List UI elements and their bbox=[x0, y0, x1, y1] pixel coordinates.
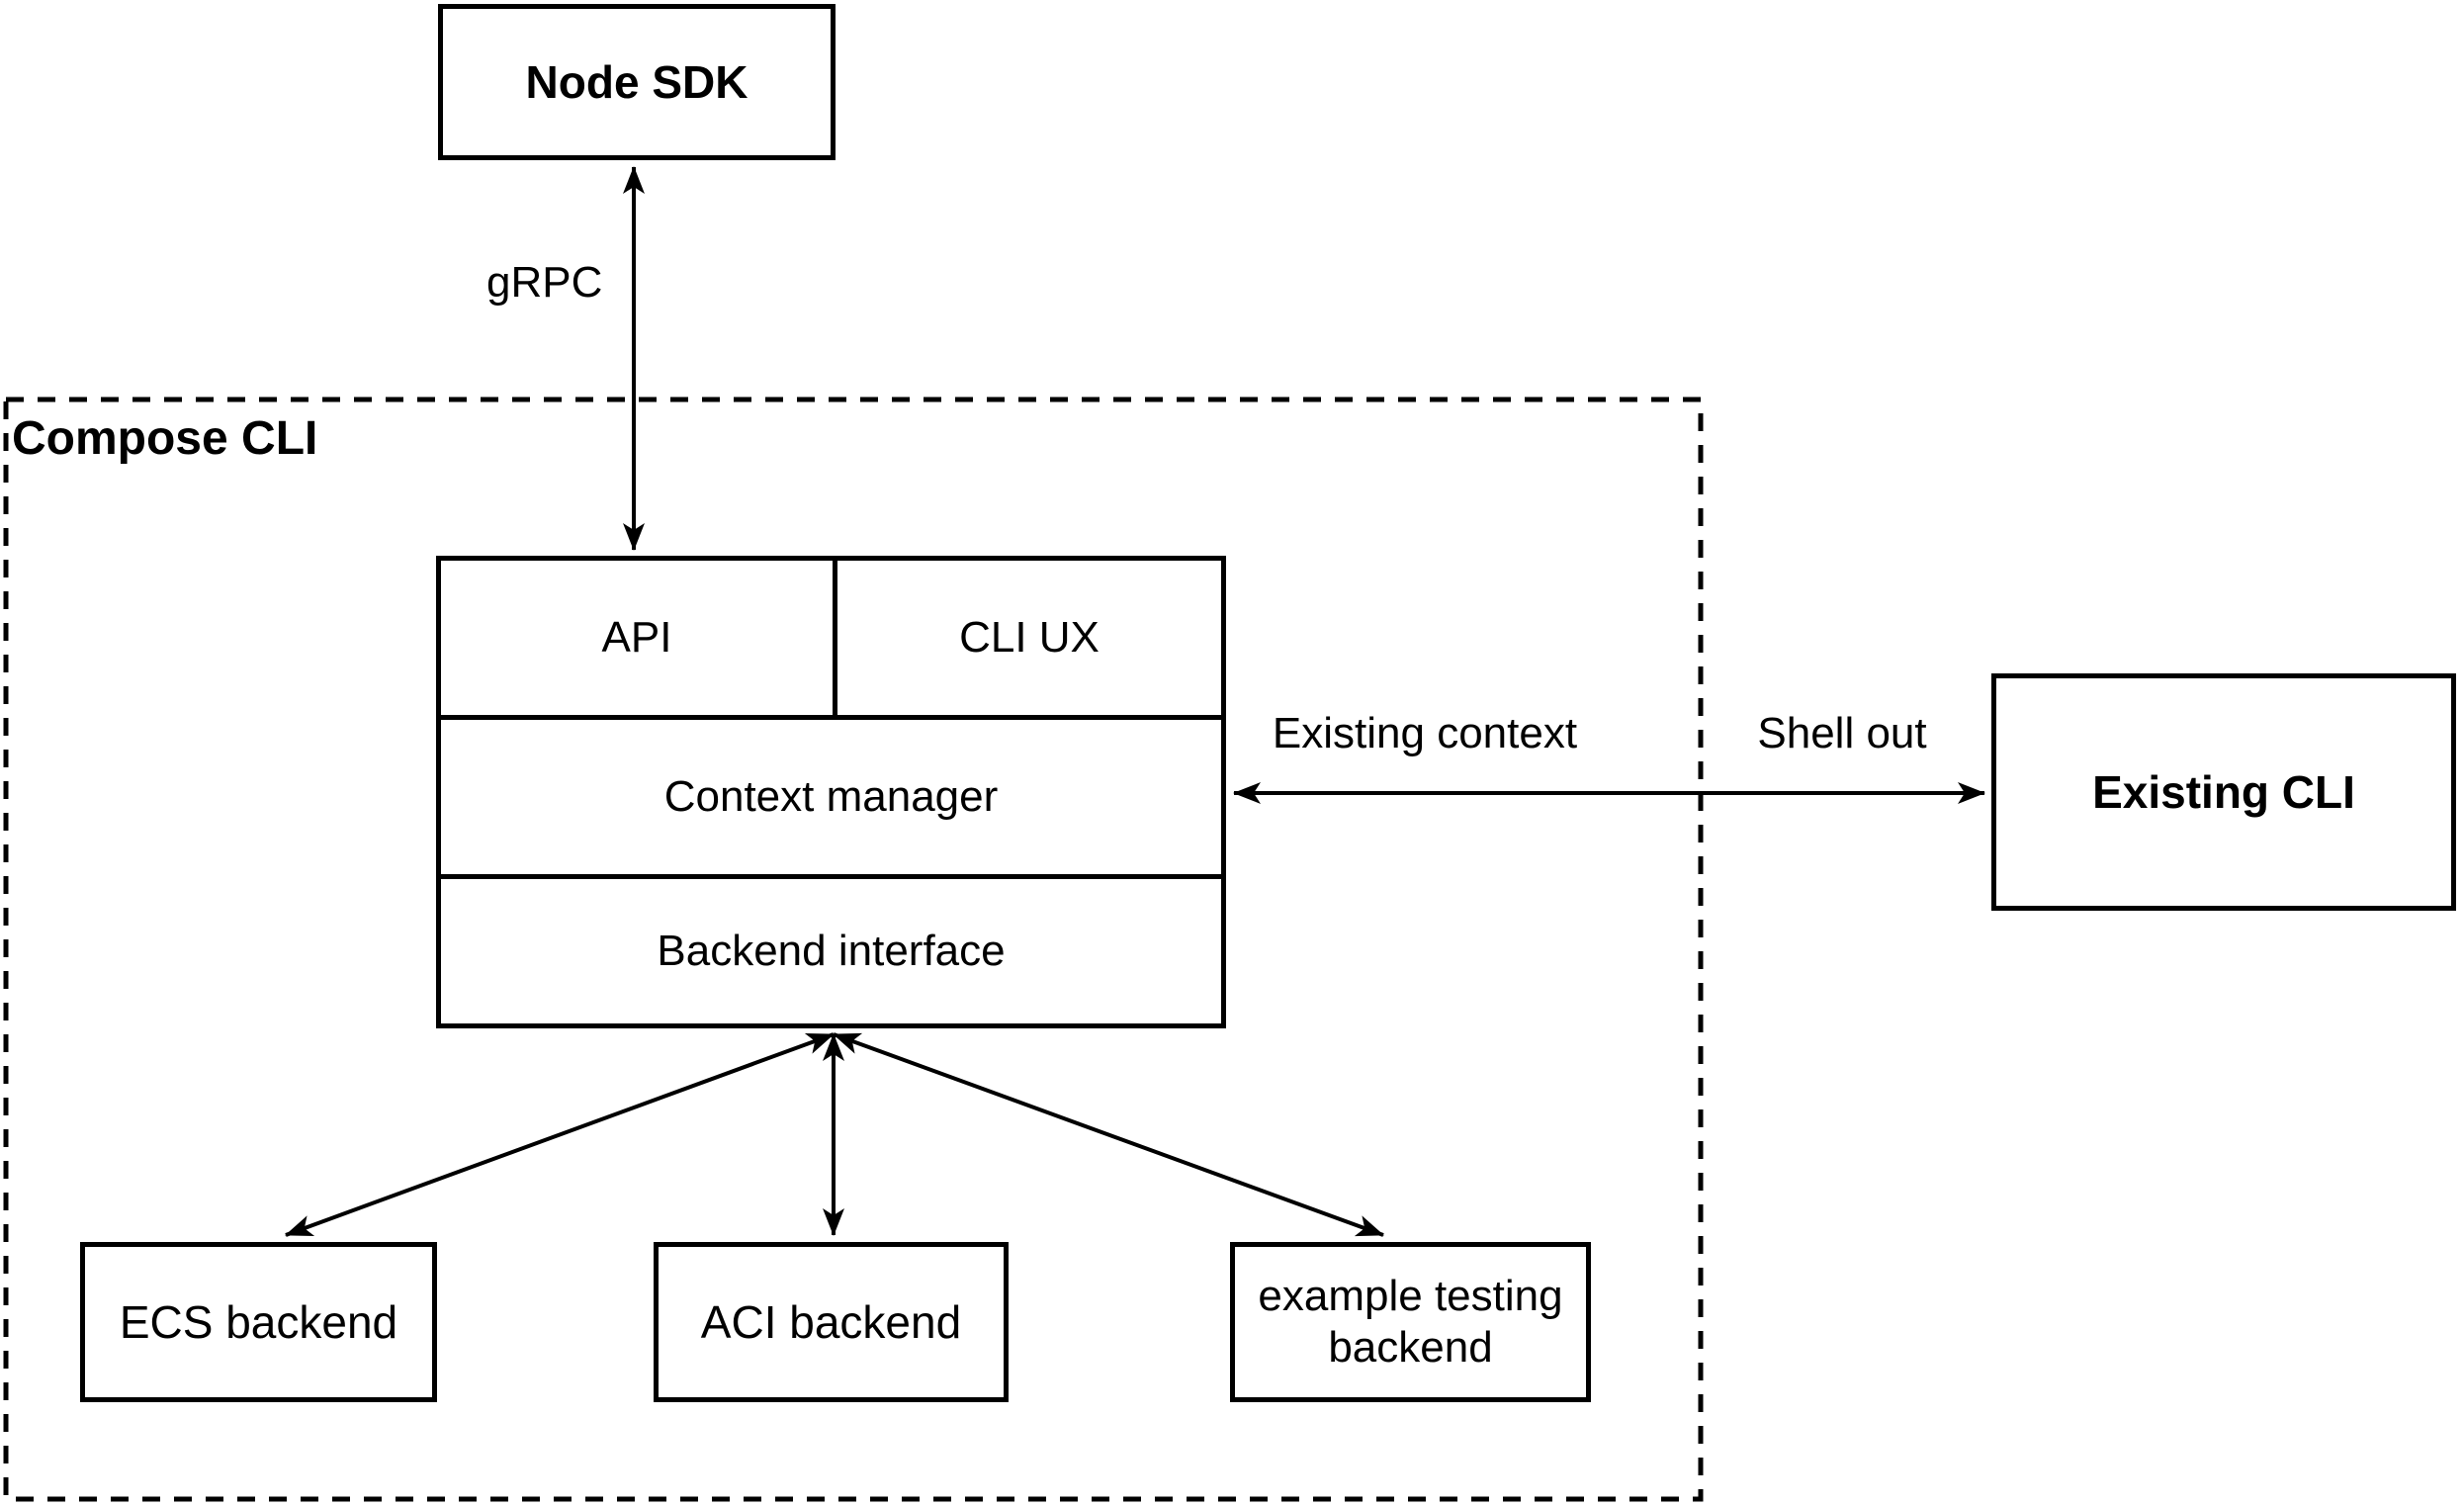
cli-ux-cell: CLI UX bbox=[837, 561, 1221, 715]
top-row: API CLI UX bbox=[441, 561, 1221, 720]
cli-ux-label: CLI UX bbox=[959, 613, 1100, 662]
ecs-backend-arrow bbox=[285, 1032, 835, 1237]
existing-context-edge-label: Existing context bbox=[1272, 709, 1578, 757]
compose-core-box: API CLI UX Context manager Backend inter… bbox=[436, 556, 1226, 1028]
api-label: API bbox=[601, 613, 672, 662]
aci-backend-box: ACI backend bbox=[654, 1242, 1009, 1402]
api-cell: API bbox=[441, 561, 837, 715]
shell-out-edge-label: Shell out bbox=[1757, 709, 1927, 757]
context-manager-cell: Context manager bbox=[441, 720, 1221, 879]
backend-interface-cell: Backend interface bbox=[441, 879, 1221, 1023]
backend-interface-label: Backend interface bbox=[657, 927, 1006, 975]
example-testing-backend-arrow bbox=[833, 1032, 1384, 1237]
grpc-edge-label: gRPC bbox=[486, 258, 603, 307]
example-testing-backend-label: example testing backend bbox=[1258, 1272, 1563, 1372]
aci-backend-label: ACI backend bbox=[700, 1295, 962, 1348]
ecs-backend-box: ECS backend bbox=[80, 1242, 437, 1402]
example-testing-backend-box: example testing backend bbox=[1230, 1242, 1591, 1402]
context-manager-label: Context manager bbox=[663, 772, 999, 821]
compose-cli-group-title: Compose CLI bbox=[12, 412, 318, 465]
node-sdk-label: Node SDK bbox=[525, 55, 748, 108]
node-sdk-box: Node SDK bbox=[438, 4, 836, 160]
ecs-backend-label: ECS backend bbox=[119, 1295, 398, 1348]
existing-cli-label: Existing CLI bbox=[2092, 765, 2355, 818]
existing-cli-box: Existing CLI bbox=[1991, 673, 2456, 911]
